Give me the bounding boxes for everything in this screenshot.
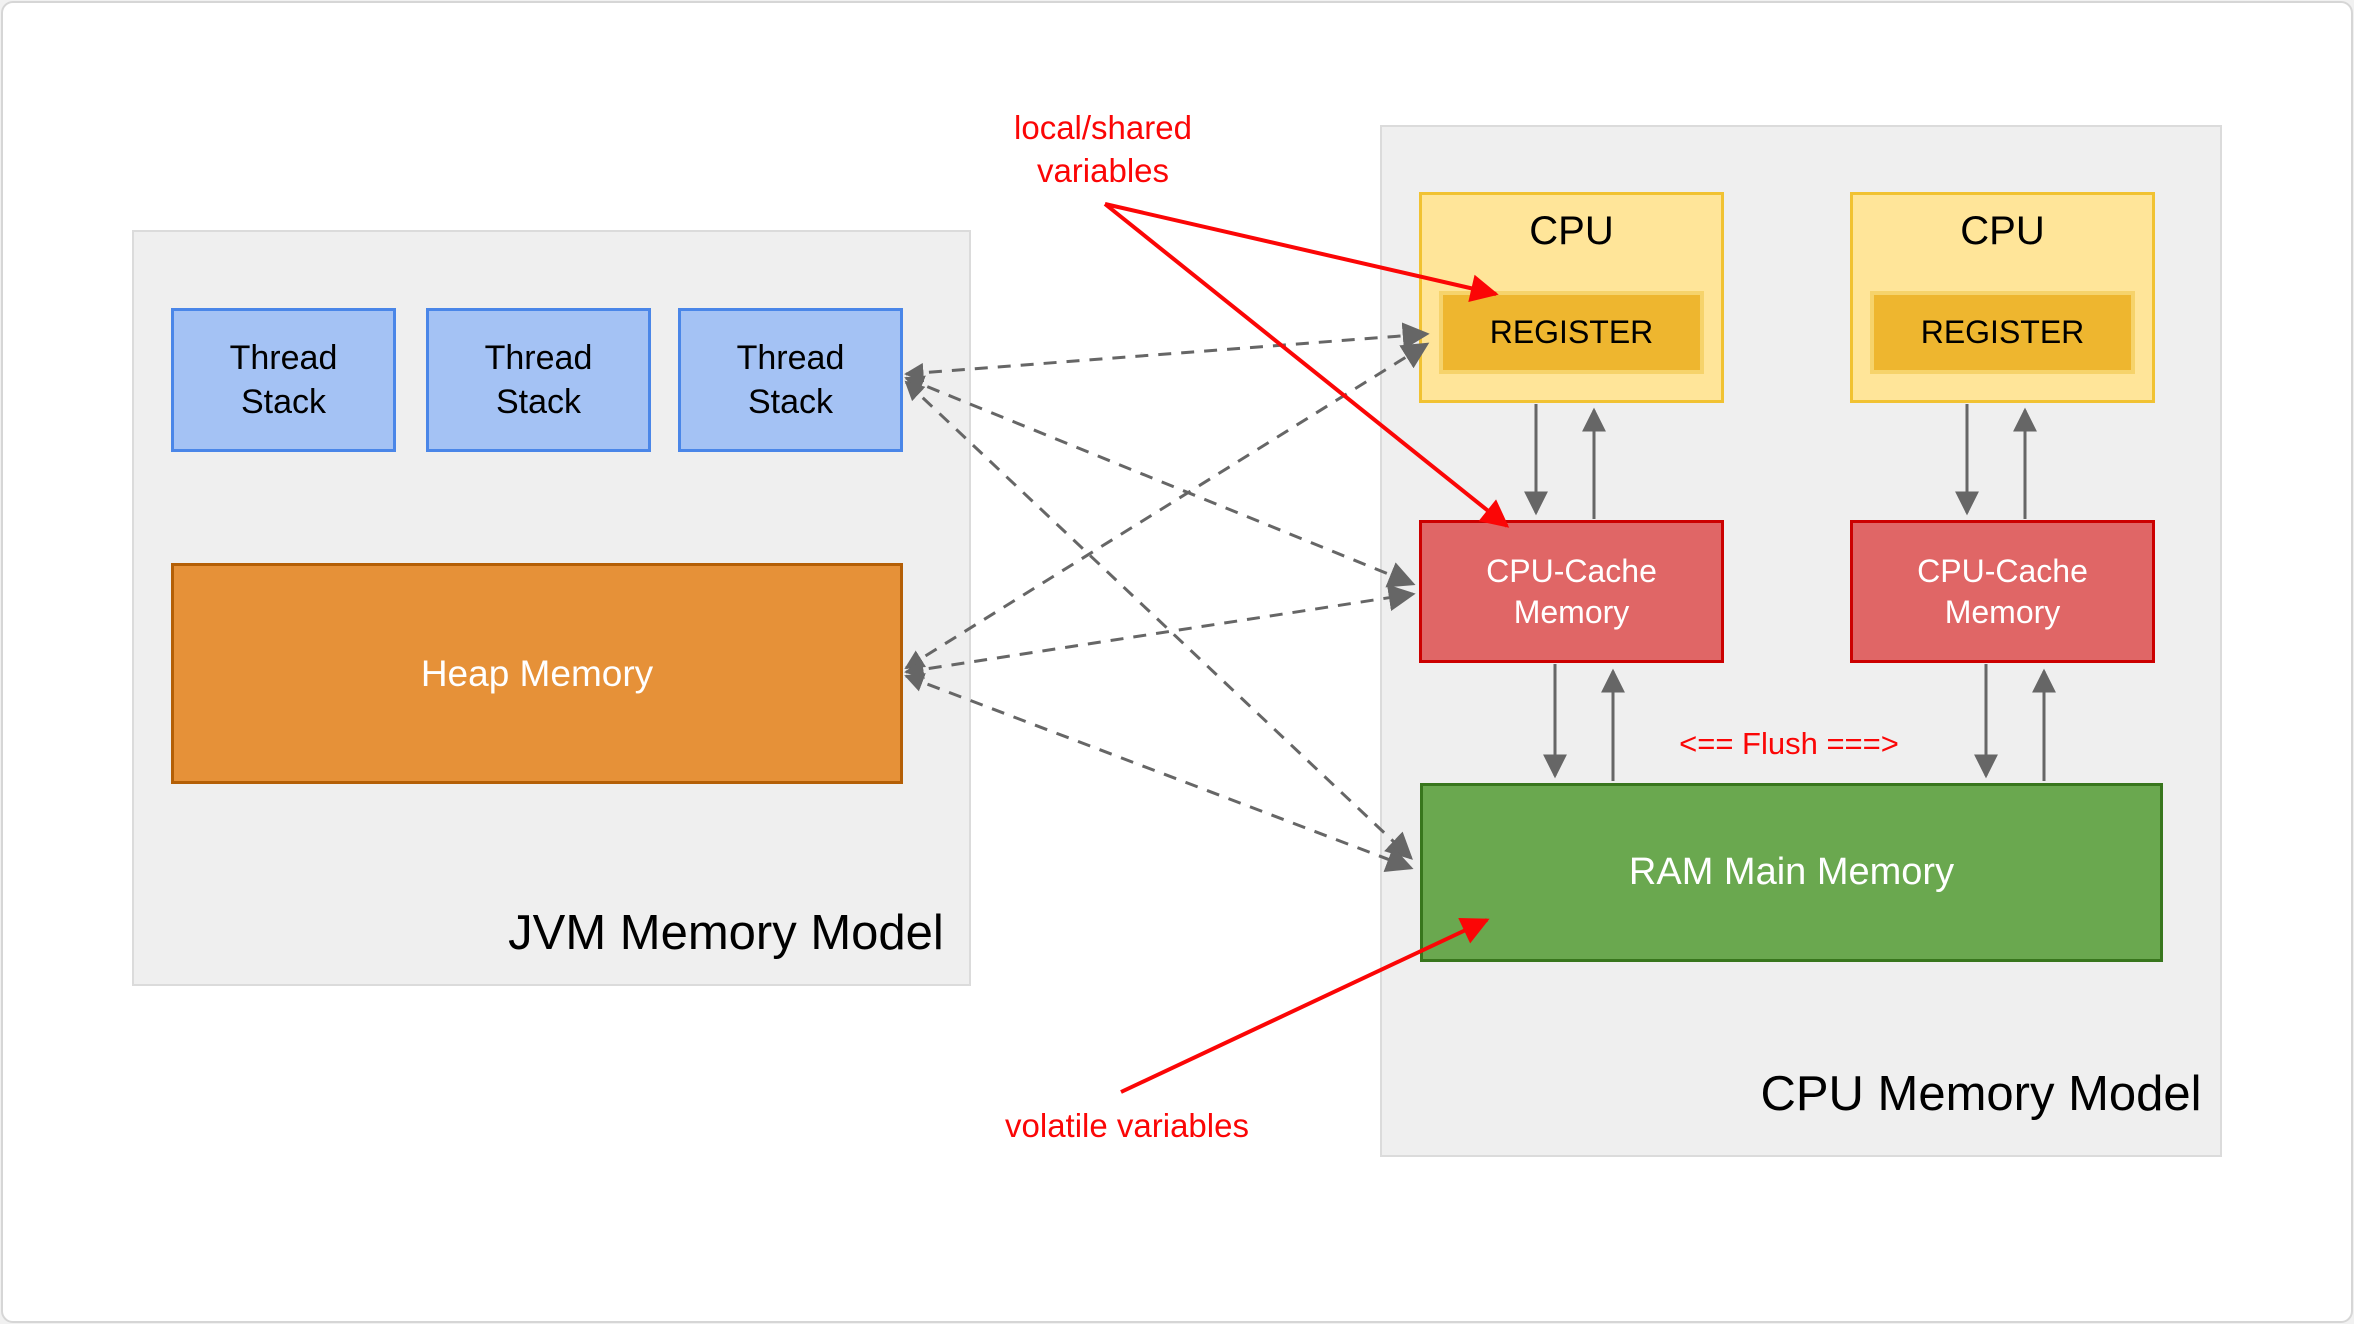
thread-stack-box-1: Thread Stack xyxy=(171,308,396,452)
local-shared-variables-label: local/shared variables xyxy=(1014,109,1192,189)
cpu-label-1: CPU xyxy=(1529,209,1614,253)
register-box-1: REGISTER xyxy=(1439,291,1704,374)
cpu-cache-box-1: CPU-Cache Memory xyxy=(1419,520,1724,663)
thread-stack-box-3: Thread Stack xyxy=(678,308,903,452)
cpu-box-2: CPU REGISTER xyxy=(1850,192,2155,403)
jvm-model-title: JVM Memory Model xyxy=(508,906,944,960)
volatile-variables-label: volatile variables xyxy=(1005,1107,1249,1144)
thread-stack-box-2: Thread Stack xyxy=(426,308,651,452)
cpu-cache-box-2: CPU-Cache Memory xyxy=(1850,520,2155,663)
heap-memory-box: Heap Memory xyxy=(171,563,903,784)
flush-label: <== Flush ===> xyxy=(1679,726,1899,761)
cpu-box-1: CPU REGISTER xyxy=(1419,192,1724,403)
ram-main-memory-box: RAM Main Memory xyxy=(1420,783,2163,962)
cpu-label-2: CPU xyxy=(1960,209,2045,253)
cpu-model-title: CPU Memory Model xyxy=(1760,1067,2202,1121)
register-box-2: REGISTER xyxy=(1870,291,2135,374)
